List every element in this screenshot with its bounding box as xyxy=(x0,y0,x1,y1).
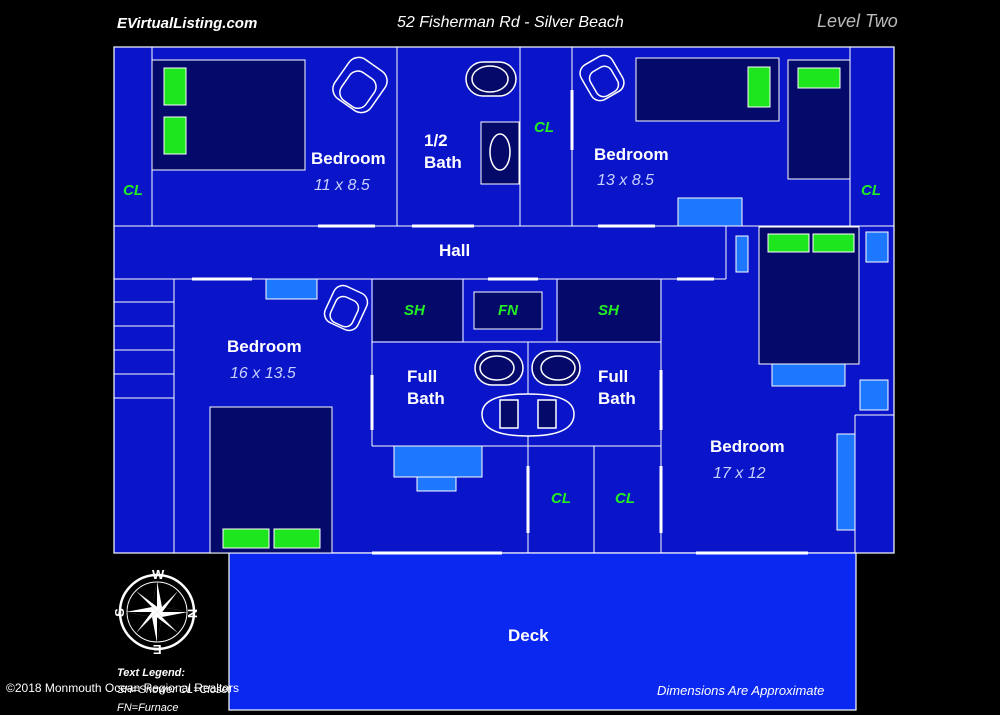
compass-east-label: E xyxy=(153,642,162,657)
full-bath-1-name-2: Bath xyxy=(407,389,445,408)
half-bath-name-2: Bath xyxy=(424,153,462,172)
compass-icon xyxy=(118,573,196,651)
compass-north-label: N xyxy=(185,608,201,619)
bedroom-w-dims: 16 x 13.5 xyxy=(230,365,296,382)
bedroom-ne-dims: 13 x 8.5 xyxy=(597,172,654,189)
shower-label-2: SH xyxy=(598,302,619,319)
closet-label-w: CL xyxy=(123,182,143,199)
full-bath-1-name-1: Full xyxy=(407,367,438,386)
property-address: 52 Fisherman Rd - Silver Beach xyxy=(397,14,624,31)
door-openings xyxy=(192,90,808,555)
legend-line-2: FN=Furnace xyxy=(117,702,179,714)
deck-area xyxy=(228,552,857,711)
disclaimer-text: Dimensions Are Approximate xyxy=(657,683,825,698)
shower-1 xyxy=(373,280,462,341)
closet-label-s2: CL xyxy=(615,490,635,507)
bedroom-se-dims: 17 x 12 xyxy=(713,465,766,482)
fixtures xyxy=(465,61,581,437)
bedroom-w-name: Bedroom xyxy=(227,337,302,356)
furnace-unit xyxy=(473,291,543,330)
chairs xyxy=(323,54,625,332)
closet-label-s1: CL xyxy=(551,490,571,507)
legend-line-1: SH=Shower CL=Closet xyxy=(117,684,231,696)
windows xyxy=(265,197,889,531)
half-bath-name-1: 1/2 xyxy=(424,131,448,150)
shower-2 xyxy=(558,280,660,341)
bedroom-nw-name: Bedroom xyxy=(311,149,386,168)
bedroom-se-name: Bedroom xyxy=(710,437,785,456)
level-title: Level Two xyxy=(817,11,898,31)
shower-label-1: SH xyxy=(404,302,425,319)
hall-name: Hall xyxy=(439,241,471,260)
legend-title: Text Legend: xyxy=(117,667,186,679)
compass-south-label: S xyxy=(111,608,127,617)
bedroom-ne-name: Bedroom xyxy=(594,145,669,164)
closet-label-center: CL xyxy=(534,119,554,136)
compass-rose: W N E S xyxy=(111,567,201,657)
copyright-text: ©2018 Monmouth Ocean Regional Realtors xyxy=(6,681,239,695)
furnace-label: FN xyxy=(498,302,518,319)
site-name: EVirtualListing.com xyxy=(117,15,258,32)
full-bath-2-name-2: Bath xyxy=(598,389,636,408)
pillows xyxy=(163,66,855,549)
full-bath-2-name-1: Full xyxy=(598,367,629,386)
closet-label-e: CL xyxy=(861,182,881,199)
deck-name: Deck xyxy=(508,626,549,645)
compass-west-label: W xyxy=(152,567,165,582)
bedroom-nw-dims: 11 x 8.5 xyxy=(314,177,370,194)
